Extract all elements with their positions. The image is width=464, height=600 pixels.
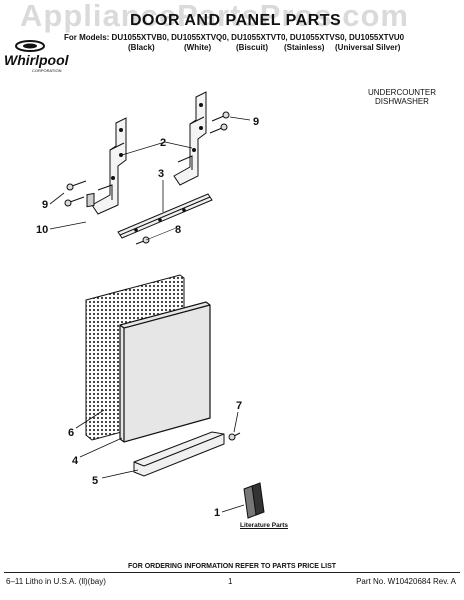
leader-1 [221, 504, 245, 513]
right-hinge-bracket [173, 91, 207, 186]
leader-2-left [121, 141, 166, 156]
screw-upper-right [211, 111, 230, 122]
product-type-line2: DISHWASHER [375, 97, 429, 106]
leader-lines [49, 116, 251, 513]
left-hinge-bracket [91, 117, 127, 215]
color-label-black: (Black) [128, 43, 155, 52]
callout-6: 6 [68, 427, 74, 439]
page-title: DOOR AND PANEL PARTS [130, 12, 342, 29]
color-label-universal-silver: (Universal Silver) [335, 43, 401, 52]
callout-9-right: 9 [253, 116, 259, 128]
screw-upper-left [66, 180, 87, 191]
part-number: Part No. W10420684 Rev. A [356, 577, 456, 586]
ordering-info: FOR ORDERING INFORMATION REFER TO PARTS … [127, 563, 337, 570]
screw-lower-left [64, 196, 85, 207]
watermark-text: AppliancePartsPros.com [20, 0, 409, 33]
leader-8-extension [145, 227, 177, 241]
leader-9-right [229, 116, 251, 121]
whirlpool-logo-swirl [15, 40, 45, 52]
leader-4 [79, 437, 123, 458]
leader-6 [75, 409, 105, 429]
brand-subtitle: CORPORATION [32, 68, 62, 73]
callout-5: 5 [92, 475, 98, 487]
model-numbers: For Models: DU1055XTVB0, DU1055XTVQ0, DU… [64, 33, 405, 42]
leader-2-right [164, 141, 193, 149]
leader-9-left [49, 192, 65, 205]
leader-5 [101, 469, 139, 479]
outer-door-panel [119, 301, 211, 443]
screw-rail [135, 236, 150, 245]
whirlpool-logo: Whirlpool CORPORATION [4, 38, 69, 74]
callout-2: 2 [160, 137, 166, 149]
exploded-diagram: 2 3 9 9 10 8 6 4 5 7 1 [36, 91, 265, 519]
screw-toe-panel [228, 432, 241, 441]
callout-1: 1 [214, 507, 220, 519]
literature-booklet [243, 482, 265, 519]
footer-divider [4, 572, 460, 573]
callout-9-left: 9 [42, 199, 48, 211]
literature-parts-label: Literature Parts [240, 522, 289, 529]
callout-7: 7 [236, 400, 242, 412]
color-label-stainless: (Stainless) [284, 43, 325, 52]
callout-10: 10 [36, 224, 48, 236]
callout-3: 3 [158, 168, 164, 180]
litho-info: 6–11 Litho in U.S.A. (ll)(bay) [6, 577, 106, 586]
leader-7 [233, 411, 239, 433]
color-label-biscuit: (Biscuit) [236, 43, 268, 52]
page-number: 1 [228, 577, 233, 586]
screw-lower-right [209, 123, 228, 134]
product-type: UNDERCOUNTER DISHWASHER [352, 88, 452, 106]
callout-8: 8 [175, 224, 181, 236]
clip-part [86, 192, 95, 208]
color-label-white: (White) [184, 43, 212, 52]
leader-10 [49, 221, 87, 230]
product-type-line1: UNDERCOUNTER [368, 88, 436, 97]
toe-kick-panel [133, 431, 225, 477]
door-rail-bracket [117, 193, 213, 239]
brand-name: Whirlpool [4, 52, 69, 68]
callout-4: 4 [72, 455, 79, 467]
